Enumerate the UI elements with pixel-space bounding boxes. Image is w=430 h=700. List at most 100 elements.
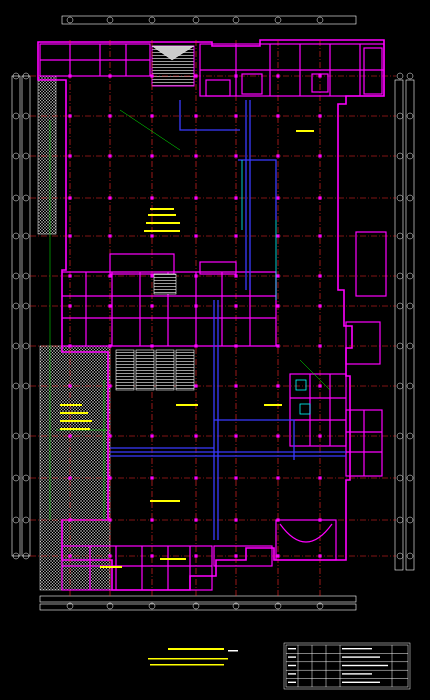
column-marker (68, 476, 72, 480)
grid-bubble-right-inner (406, 432, 414, 440)
column-marker (194, 234, 198, 238)
grid-bubble-right (396, 342, 404, 350)
grid-bubble-right (396, 272, 404, 280)
column-marker (108, 196, 112, 200)
column-marker (276, 74, 280, 78)
grid-bubble-right-inner (406, 152, 414, 160)
grid-bubble-left-inner (22, 152, 30, 160)
column-marker (276, 154, 280, 158)
grid-bubble-right-inner (406, 516, 414, 524)
column-marker (68, 234, 72, 238)
column-marker (318, 344, 322, 348)
column-marker (68, 196, 72, 200)
grid-bubble-right (396, 474, 404, 482)
column-marker (318, 476, 322, 480)
grid-bubble-left (12, 342, 20, 350)
column-marker (108, 274, 112, 278)
title-block-text-mark (288, 673, 296, 675)
column-marker (108, 434, 112, 438)
column-marker (68, 434, 72, 438)
grid-bubble-left (12, 302, 20, 310)
grid-bubble-right-inner (406, 72, 414, 80)
column-marker (150, 274, 154, 278)
grid-bubble-top (66, 16, 74, 24)
grid-bubble-bottom (106, 602, 114, 610)
column-marker (276, 234, 280, 238)
title-block-text-mark (342, 664, 388, 667)
grid-bubble-right (396, 112, 404, 120)
southwest-hatch-block (39, 345, 111, 591)
column-marker (276, 114, 280, 118)
title-block-text-mark (342, 681, 380, 683)
column-marker (150, 234, 154, 238)
column-marker (276, 196, 280, 200)
column-marker (68, 274, 72, 278)
grid-bubbles (12, 16, 414, 610)
plan-notes (148, 648, 238, 666)
column-marker (194, 518, 198, 522)
grid-bubble-bottom (148, 602, 156, 610)
grid-bubble-right (396, 516, 404, 524)
grid-bubble-right (396, 302, 404, 310)
grid-bubble-left (12, 552, 20, 560)
grid-bubble-left-inner (22, 342, 30, 350)
column-marker (318, 74, 322, 78)
column-marker (108, 554, 112, 558)
grid-bubble-right (396, 382, 404, 390)
column-marker (318, 304, 322, 308)
column-marker (194, 114, 198, 118)
column-marker (194, 554, 198, 558)
column-marker (68, 304, 72, 308)
grid-bubble-left (12, 382, 20, 390)
grid-bubble-left (12, 72, 20, 80)
column-marker (150, 114, 154, 118)
grid-bubble-right (396, 232, 404, 240)
column-marker (234, 234, 238, 238)
title-block-text-mark (342, 656, 380, 658)
grid-bubble-right-inner (406, 342, 414, 350)
column-marker (276, 304, 280, 308)
column-marker (194, 434, 198, 438)
grid-bubble-right (396, 152, 404, 160)
column-marker (194, 196, 198, 200)
column-marker (318, 274, 322, 278)
column-marker (234, 434, 238, 438)
grid-bubble-left-inner (22, 72, 30, 80)
grid-bubble-right (396, 194, 404, 202)
grid-bubble-left-inner (22, 552, 30, 560)
column-marker (150, 476, 154, 480)
west-hatch-strip (37, 75, 57, 235)
grid-bubble-bottom (232, 602, 240, 610)
column-marker (276, 476, 280, 480)
grid-bubble-left-inner (22, 302, 30, 310)
column-marker (150, 196, 154, 200)
column-marker (194, 74, 198, 78)
grid-bubble-top (106, 16, 114, 24)
grid-bubble-top (192, 16, 200, 24)
column-marker (68, 518, 72, 522)
column-marker (194, 384, 198, 388)
column-marker (234, 274, 238, 278)
column-marker (276, 384, 280, 388)
duct-pipes (110, 100, 346, 540)
column-marker (234, 154, 238, 158)
column-marker (234, 304, 238, 308)
column-marker (150, 434, 154, 438)
grid-bubble-right-inner (406, 194, 414, 202)
column-marker (68, 114, 72, 118)
title-block-text-mark (342, 673, 372, 675)
grid-bubble-right (396, 432, 404, 440)
column-marker (150, 74, 154, 78)
grid-bubble-left (12, 272, 20, 280)
column-marker (318, 554, 322, 558)
grid-bubble-left (12, 152, 20, 160)
column-marker (150, 554, 154, 558)
grid-bubble-left-inner (22, 194, 30, 202)
grid-bubble-right-inner (406, 474, 414, 482)
grid-bubble-top (148, 16, 156, 24)
title-block (283, 642, 411, 690)
grid-bubble-left (12, 112, 20, 120)
column-marker (108, 518, 112, 522)
column-marker (234, 196, 238, 200)
